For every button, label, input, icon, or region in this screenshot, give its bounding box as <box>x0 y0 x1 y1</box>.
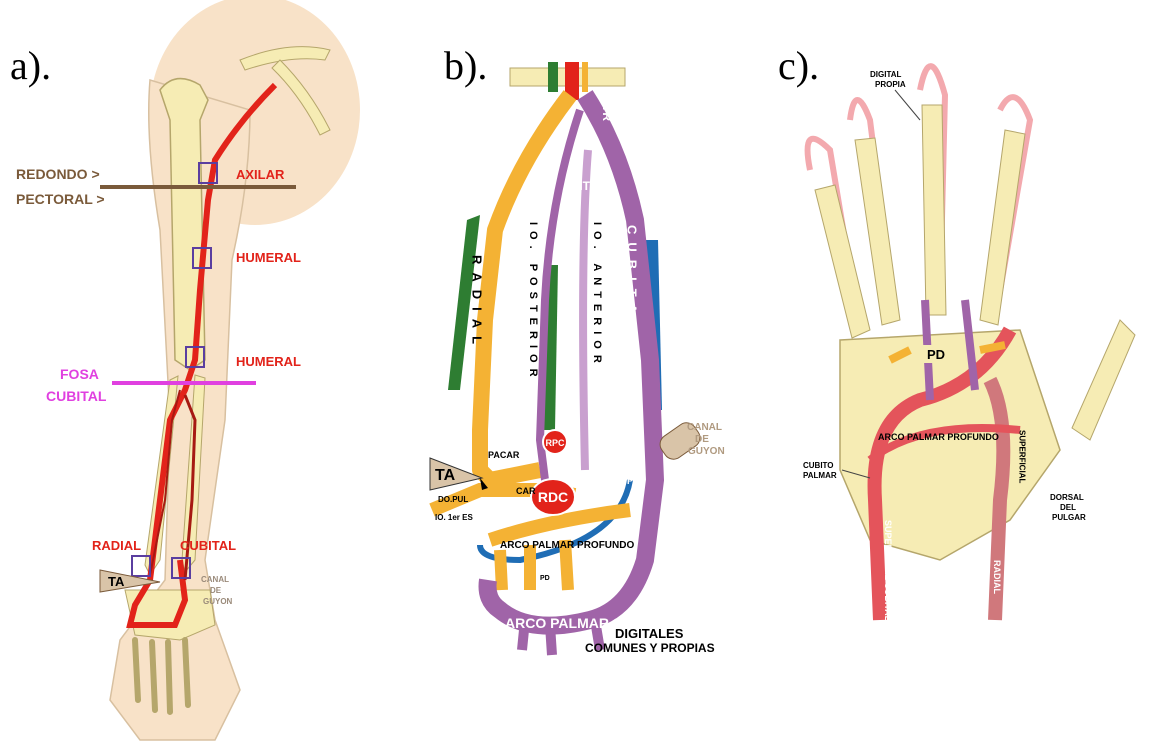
dorsal-label: DORSAL <box>1050 493 1084 502</box>
pd-label-c: PD <box>927 347 945 362</box>
digitales-label: DIGITALES <box>615 626 684 641</box>
humeral-label-1: HUMERAL <box>236 250 301 265</box>
guyon-label: GUYON <box>203 597 233 606</box>
arm-diagram: TA REDONDO > PECTORAL > AXILAR HUMERAL H… <box>0 0 370 742</box>
io-1er-es-label: IO. 1er ES <box>435 513 473 522</box>
guyon-label-b: GUYON <box>688 446 725 457</box>
de-label: DE <box>210 586 222 595</box>
deep-arch-label: ARCO PALMAR PROFUNDO <box>500 540 634 551</box>
radial-label: RADIAL <box>92 538 141 553</box>
rdc-label: RDC <box>538 489 568 505</box>
cubital-label: CUBITAL <box>180 538 236 553</box>
io-posterior-label: IO. POSTERIOR <box>527 222 539 383</box>
redondo-label: REDONDO > <box>16 166 100 182</box>
ta-label-b: TA <box>435 467 456 484</box>
ta-label: TA <box>108 574 125 589</box>
pectoral-label: PECTORAL > <box>16 191 105 207</box>
pulgar-label: PULGAR <box>1052 513 1086 522</box>
anterior-interosseous <box>583 150 588 470</box>
de-label-b: DE <box>695 434 709 445</box>
rpc-label: RPC <box>545 438 565 448</box>
do-pul-label: DO.PUL <box>438 495 468 504</box>
docac-label: DOCAC <box>607 440 640 450</box>
car-label: CAR <box>516 486 536 496</box>
radial-vertical-label: RADIAL <box>470 255 485 352</box>
cubito-label: CUBITO <box>803 461 834 470</box>
comunes-label: COMUNES Y PROPIAS <box>585 641 715 655</box>
top-green <box>548 62 558 92</box>
digital-label: DIGITAL <box>870 70 902 79</box>
thumb-bone <box>1072 320 1135 440</box>
superficial-cubital-label: SUPERFICIAL CUBITAL <box>883 520 893 622</box>
finger-bone-3 <box>922 105 946 315</box>
panel-a: a). TA REDONDO > PECTORAL > AXI <box>0 0 370 742</box>
deep-arch-label-c: ARCO PALMAR PROFUNDO <box>878 432 999 442</box>
pd-label-b: PD <box>540 575 550 582</box>
canal-label-b: CANAL <box>687 422 722 433</box>
panel-c: c). PD DIGITAL PROPIA ARCO PALMAR PROFUN… <box>760 0 1149 742</box>
axilar-label: AXILAR <box>236 167 285 182</box>
tr-label: TR <box>600 105 614 121</box>
top-orange <box>582 62 588 92</box>
digital-pointer <box>895 90 920 120</box>
pacar-label: PACAR <box>488 450 520 460</box>
cubital-fosa-label: CUBITAL <box>46 388 107 404</box>
fosa-label: FOSA <box>60 366 99 382</box>
propia-label: PROPIA <box>875 80 906 89</box>
oit-label: OIT <box>570 179 591 193</box>
del-label: DEL <box>1060 503 1076 512</box>
humeral-label-2: HUMERAL <box>236 354 301 369</box>
canal-label: CANAL <box>201 575 229 584</box>
cupa-label: CUPA <box>614 476 639 486</box>
panel-b: b). RPC RDC TA RADIAL IO. POSTER <box>370 0 760 742</box>
io-anterior-label: IO. ANTERIOR <box>591 222 603 369</box>
palmar-label: PALMAR <box>803 471 837 480</box>
finger-bone-4 <box>980 130 1025 325</box>
hand-artery-diagram: PD DIGITAL PROPIA ARCO PALMAR PROFUNDO C… <box>760 0 1149 742</box>
cubital-vertical-label: CUBITAL <box>625 225 640 337</box>
superficial-label-c: SUPERFICIAL <box>1018 430 1027 483</box>
pacac-label: PACAC <box>607 428 639 438</box>
forearm-artery-diagram: RPC RDC TA RADIAL IO. POSTERIOR IO. ANTE… <box>370 0 760 742</box>
radial-label-c: RADIAL <box>992 560 1002 594</box>
